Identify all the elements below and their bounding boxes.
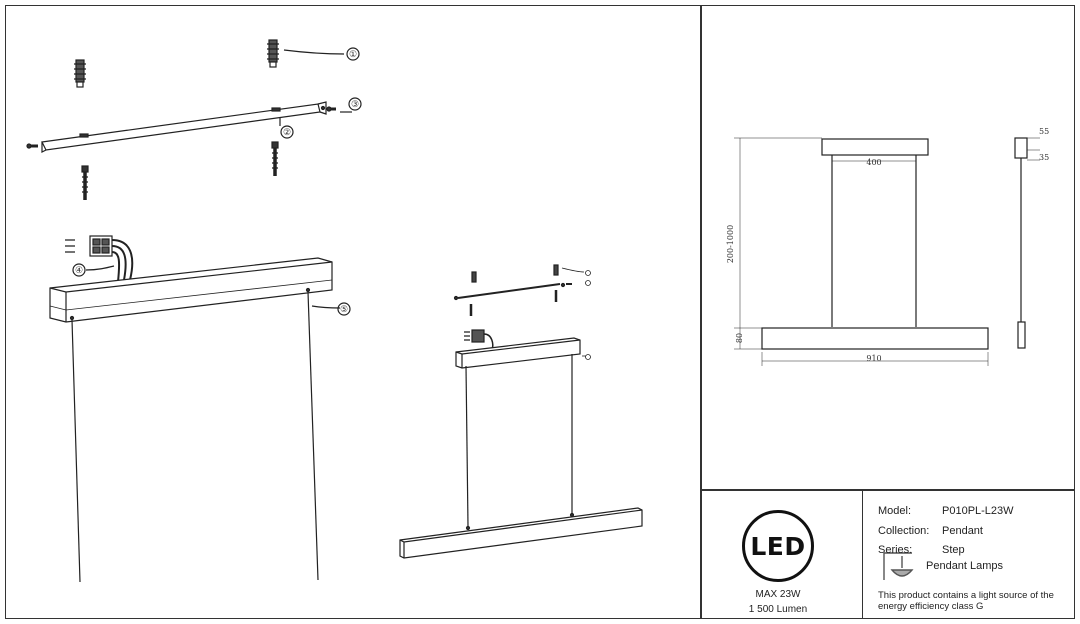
series-value: Step [942,544,965,556]
wall-plug-left-icon [74,59,86,88]
power-rating: MAX 23W [755,589,801,600]
wood-screw-right-icon [271,141,279,176]
small-wall-plug-icon [471,264,559,283]
callout-number-2: ② [283,128,291,138]
callout-circle-5 [337,302,351,316]
callout-circle-3 [348,97,362,111]
callout-circle-4 [72,263,86,277]
small-terminal-block-icon [464,329,494,351]
callout-number-4: ④ [75,266,83,276]
canopy-box [49,257,333,323]
dim-bar-length: 910 [866,354,881,363]
suspension-cable-right [307,291,319,581]
mounting-bracket [41,101,327,153]
small-led-bar [399,507,643,559]
small-cable-left [465,365,469,527]
callout-number-5: ⑤ [340,305,348,315]
callout-number-1: ① [349,50,357,60]
callout-circle-1 [346,47,360,61]
model-label: Model: [878,505,912,517]
side-elevation [1014,137,1040,349]
dim-bar-height: 80 [735,333,744,343]
panel-divider [700,5,702,619]
callout-number-3: ③ [351,100,359,110]
dim-canopy-width: 400 [866,158,881,167]
led-logo-text: LED [750,531,806,561]
title-block-column-divider [862,489,863,619]
wood-screw-left-icon [81,165,89,200]
dim-height-range: 200-1000 [726,225,735,263]
small-mounting-bracket [453,282,572,301]
small-canopy-box [455,337,581,369]
lumen-rating: 1 500 Lumen [748,604,808,615]
model-value: P010PL-L23W [942,505,1014,517]
pendant-lamp-icon [883,552,914,580]
collection-value: Pendant [942,525,983,537]
dim-canopy-height: 55 [1039,127,1049,136]
type-value: Pendant Lamps [926,560,1004,572]
series-label: Series: [878,544,913,556]
suspension-cable-left [71,319,81,583]
wall-plug-right-icon [267,39,279,68]
dim-canopy-depth: 35 [1039,153,1049,162]
callout-circle-2 [280,125,294,139]
callout-line-5 [311,305,341,309]
bracket-screw-left-icon [26,143,38,149]
drawing-frame [5,5,1075,619]
front-elevation [734,137,989,366]
energy-efficiency-note: This product contains a light source of … [878,590,1054,612]
title-block-divider [700,489,1075,491]
led-logo: LED [742,510,814,582]
callout-line-4 [85,265,115,271]
bracket-screw-right-icon [326,106,336,112]
callout-line-1 [283,49,345,55]
collection-label: Collection: [878,525,930,537]
small-wood-screws-icon [469,290,558,316]
terminal-block-icon [65,235,134,283]
